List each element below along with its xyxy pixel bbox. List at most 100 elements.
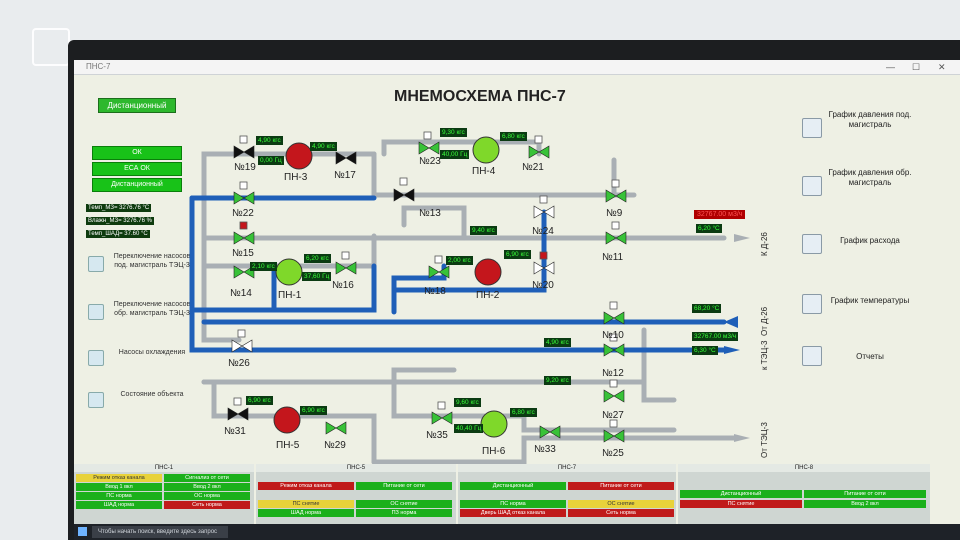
maximize-icon[interactable]: ☐ bbox=[912, 62, 921, 72]
panel-title: ПНС-8 bbox=[678, 464, 930, 472]
valve-17-label: №17 bbox=[334, 170, 356, 181]
valve-25-label: №25 bbox=[602, 448, 624, 459]
reading-pn5-in: 6,90 кгс bbox=[246, 396, 273, 405]
menu-return-pressure-chart[interactable]: График давления обр. магистраль bbox=[828, 168, 912, 187]
valve-15-label: №15 bbox=[232, 248, 254, 259]
reading-kd-flow: 32767.00 м3/ч bbox=[694, 210, 746, 219]
chart-icon[interactable] bbox=[802, 176, 822, 196]
report-icon[interactable] bbox=[802, 346, 822, 366]
panel-cell: Дверь ШАД отказ канала bbox=[460, 509, 566, 517]
panel-cell: Режим отказ канала bbox=[76, 474, 162, 482]
panel-cell: Сеть норма bbox=[164, 501, 250, 509]
menu-temperature-chart[interactable]: График температуры bbox=[830, 296, 910, 305]
reading-pn4-freq: 40,00 Гц bbox=[440, 150, 470, 159]
eca-ok-status-button[interactable]: ЕСА ОК bbox=[92, 162, 182, 176]
pump-pn5-icon bbox=[273, 406, 301, 434]
remote-mode-button[interactable]: Дистанционный bbox=[92, 178, 182, 192]
pump-pn3-icon bbox=[285, 142, 313, 170]
pump-pn6-icon bbox=[480, 410, 508, 438]
panel-pns5[interactable]: ПНС-5 Режим отказ канала Питание от сети… bbox=[256, 464, 456, 524]
panel-cell: Сеть норма bbox=[568, 509, 674, 517]
ok-status-button[interactable]: ОК bbox=[92, 146, 182, 160]
chart-icon[interactable] bbox=[802, 118, 822, 138]
minimize-icon[interactable]: — bbox=[886, 62, 895, 72]
chart-icon[interactable] bbox=[802, 294, 822, 314]
edge-label-otd26: От Д-26 bbox=[760, 306, 769, 336]
panel-cell: ПС снятие bbox=[680, 500, 802, 508]
sidebar-item-label: Состояние объекта bbox=[120, 391, 184, 398]
panel-cell: Дистанционный bbox=[460, 482, 566, 490]
reading-pn1-out: 6,20 кгс bbox=[304, 254, 331, 263]
reading-line-27: 9,20 кгс bbox=[544, 376, 571, 385]
reading-pn4-in: 9,30 кгс bbox=[440, 128, 467, 137]
valve-23-label: №23 bbox=[419, 156, 441, 167]
valve-35-label: №35 bbox=[426, 430, 448, 441]
reading-pn3-freq: 0,00 Гц bbox=[258, 156, 284, 165]
edge-label-kd26: К Д-26 bbox=[760, 232, 769, 256]
panel-cell: Режим отказ канала bbox=[258, 482, 354, 490]
edge-label-ktec3: к ТЭЦ-3 bbox=[760, 340, 769, 370]
blue-flow-arrows bbox=[724, 316, 740, 354]
pump-pn1-icon bbox=[275, 258, 303, 286]
pump-pn3-label: ПН-3 bbox=[284, 172, 308, 183]
valve-22-label: №22 bbox=[232, 208, 254, 219]
scheme-title: МНЕМОСХЕМА ПНС-7 bbox=[394, 88, 566, 105]
panel-cell: ОС снятие bbox=[356, 500, 452, 508]
panel-cell: ОС норма bbox=[164, 492, 250, 500]
panel-cell: ПЗ норма bbox=[356, 509, 452, 517]
panel-cell: ПС норма bbox=[460, 500, 566, 508]
reading-pn6-out: 6,80 кгс bbox=[510, 408, 537, 417]
valve-33-label: №33 bbox=[534, 444, 556, 455]
valve-9-label: №9 bbox=[606, 208, 623, 219]
panel-pns7[interactable]: ПНС-7 Дистанционный Питание от сети ПС н… bbox=[458, 464, 676, 524]
windows-start-icon[interactable] bbox=[78, 527, 87, 536]
stat-temp-shad: Темп_ШАД= 37.60 °С bbox=[86, 230, 150, 238]
panel-pns8[interactable]: ПНС-8 Дистанционный Питание от сети ПС с… bbox=[678, 464, 930, 524]
taskbar-search-input[interactable]: Чтобы начать поиск, введите здесь запрос bbox=[92, 526, 228, 538]
windows-taskbar: Чтобы начать поиск, введите здесь запрос bbox=[74, 524, 960, 540]
pump-switch-icon bbox=[88, 304, 104, 320]
piping-diagram bbox=[189, 131, 750, 464]
reading-pn2-in: 2,00 кгс bbox=[446, 256, 473, 265]
pump-pn4-label: ПН-4 bbox=[472, 166, 496, 177]
pump-pn1-label: ПН-1 bbox=[278, 290, 302, 301]
valve-13-label: №13 bbox=[419, 208, 441, 219]
panel-cell: ШАД норма bbox=[76, 501, 162, 509]
scada-screen: ПНС-7 — ☐ ✕ МНЕМОСХЕМА ПНС-7 Дистанционн… bbox=[74, 60, 960, 540]
reading-in-temp: 68,20 °С bbox=[692, 304, 722, 313]
reading-pn6-freq: 40,40 Гц bbox=[454, 424, 484, 433]
panel-cell: Дистанционный bbox=[680, 490, 802, 498]
panel-cell: Ввод 1 вкл bbox=[76, 483, 162, 491]
pump-pn2-label: ПН-2 bbox=[476, 290, 500, 301]
valve-actuators bbox=[233, 131, 620, 428]
valve-16-label: №16 bbox=[332, 280, 354, 291]
chart-icon[interactable] bbox=[802, 234, 822, 254]
station-status-panels: ПНС-1 Режим отказ канала Сигнализ от сет… bbox=[74, 464, 960, 524]
window-title: ПНС-7 bbox=[86, 62, 111, 71]
menu-supply-pressure-chart[interactable]: График давления под. магистраль bbox=[828, 110, 912, 129]
mode-indicator: Дистанционный bbox=[98, 98, 176, 113]
valve-20-label: №20 bbox=[532, 280, 554, 291]
reading-pn1-freq: 37,60 Гц bbox=[302, 272, 332, 281]
panel-cell: Питание от сети bbox=[804, 490, 926, 498]
pump-pn2-icon bbox=[474, 258, 502, 286]
menu-reports[interactable]: Отчеты bbox=[856, 352, 884, 361]
valve-10-label: №10 bbox=[602, 330, 624, 341]
panel-title: ПНС-7 bbox=[458, 464, 676, 472]
sidebar-item-label: Насосы охлаждения bbox=[118, 349, 186, 356]
valve-31-label: №31 bbox=[224, 426, 246, 437]
close-icon[interactable]: ✕ bbox=[938, 62, 946, 72]
panel-pns1[interactable]: ПНС-1 Режим отказ канала Сигнализ от сет… bbox=[74, 464, 254, 524]
valve-24-label: №24 bbox=[532, 226, 554, 237]
cooling-pump-icon bbox=[88, 350, 104, 366]
valves bbox=[227, 141, 627, 443]
valve-19-label: №19 bbox=[234, 162, 256, 173]
pump-pn4-icon bbox=[472, 136, 500, 164]
panel-cell: ПС снятие bbox=[258, 500, 354, 508]
reading-pn4-out: 6,80 кгс bbox=[500, 132, 527, 141]
panel-cell: Питание от сети bbox=[568, 482, 674, 490]
valve-18-label: №18 bbox=[424, 286, 446, 297]
reading-pn2-out: 6,90 кгс bbox=[504, 250, 531, 259]
valve-29-label: №29 bbox=[324, 440, 346, 451]
menu-flow-chart[interactable]: График расхода bbox=[840, 236, 900, 245]
